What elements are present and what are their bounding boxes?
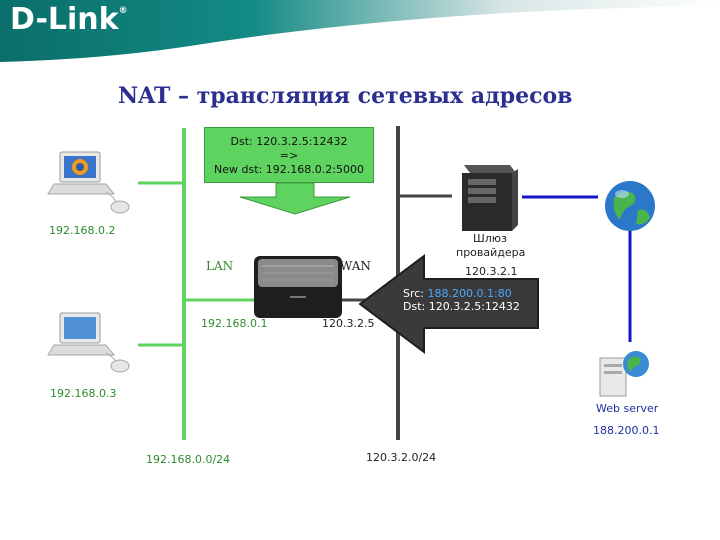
lan-label: LAN (206, 259, 234, 273)
gateway-ip-label: 120.3.2.1 (465, 265, 518, 278)
wan-subnet-label: 120.3.2.0/24 (366, 451, 437, 464)
webserver-label: Web server (596, 402, 659, 415)
return-src-label: Src: (403, 287, 428, 300)
pc2-ip-label: 192.168.0.3 (50, 387, 117, 400)
green-down-arrow (239, 182, 351, 215)
laptop-firefox-icon (47, 151, 130, 214)
webserver-ip-label: 188.200.0.1 (593, 424, 660, 437)
return-src-value: 188.200.0.1:80 (427, 287, 512, 300)
dlink-logo: D-Link® (10, 2, 128, 37)
router-wan-ip-label: 120.3.2.5 (322, 317, 375, 330)
page-title: NAT – трансляция сетевых адресов (118, 83, 573, 109)
dark-left-arrow (358, 254, 539, 354)
router-icon (254, 256, 342, 318)
header-band: D-Link® (0, 0, 720, 62)
globe-icon (605, 181, 655, 231)
server-tower-icon (462, 165, 518, 231)
return-packet-text: Src: 188.200.0.1:80 Dst: 120.3.2.5:12432 (403, 287, 520, 313)
router-lan-ip-label: 192.168.0.1 (201, 317, 268, 330)
wan-label: WAN (340, 259, 371, 273)
nat-rewrite-callout: Dst: 120.3.2.5:12432 => New dst: 192.168… (204, 127, 374, 183)
header-wave (0, 0, 720, 62)
return-dst-line: Dst: 120.3.2.5:12432 (403, 300, 520, 313)
callout-new-dst-line: New dst: 192.168.0.2:5000 (214, 163, 364, 176)
callout-arrow-line: => (279, 149, 299, 162)
pc1-ip-label: 192.168.0.2 (49, 224, 116, 237)
gateway-label-line1: Шлюз (473, 232, 507, 245)
laptop-icon (47, 312, 130, 373)
lan-subnet-label: 192.168.0.0/24 (146, 453, 231, 466)
gateway-label-line2: провайдера (456, 246, 526, 259)
web-server-icon (599, 351, 649, 397)
callout-dst-line: Dst: 120.3.2.5:12432 (230, 135, 348, 148)
